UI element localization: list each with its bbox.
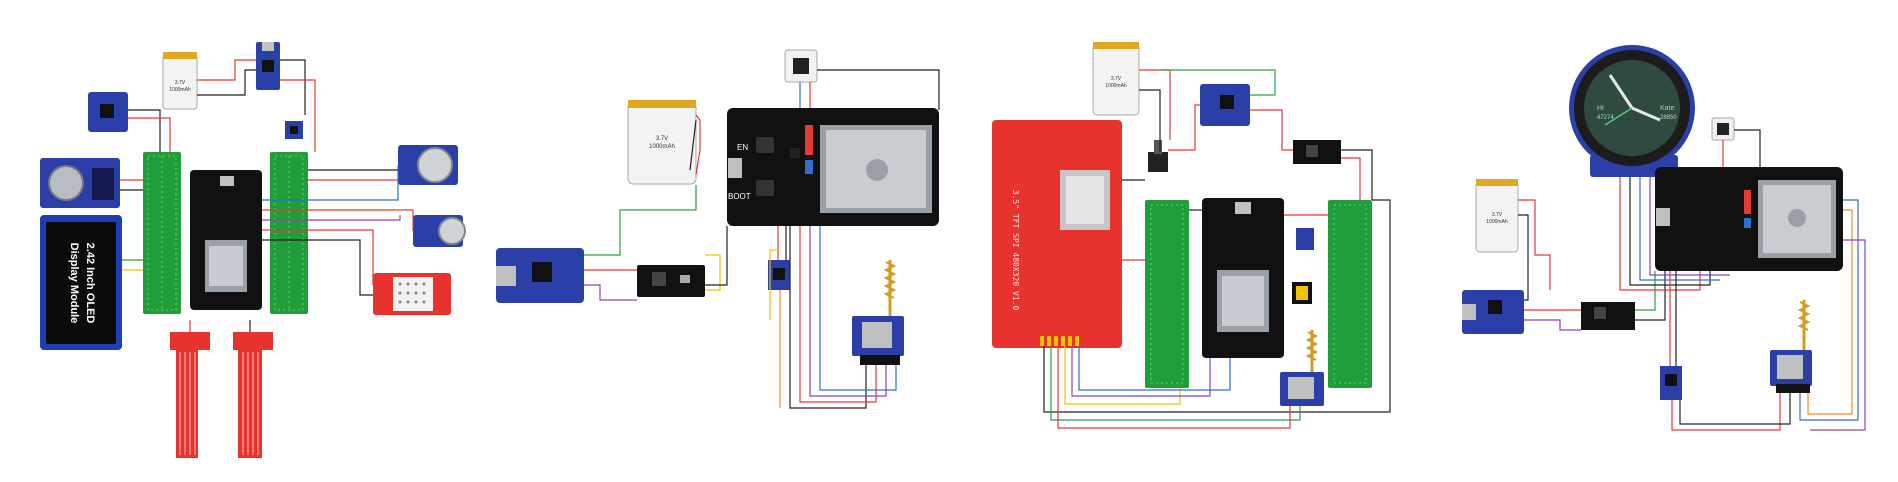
perfboard-right — [270, 152, 308, 314]
water-sensor-2 — [233, 332, 273, 458]
wires-diagram-2 — [584, 69, 940, 409]
esp32-board-2: EN BOOT — [727, 108, 939, 226]
wires-diagram-1 — [120, 59, 414, 332]
small-sensor-4 — [1660, 366, 1682, 400]
boost-converter-3 — [1293, 140, 1341, 164]
perfboard-left — [143, 152, 181, 314]
gps-module — [784, 49, 818, 83]
charger-module-2 — [496, 248, 584, 303]
lipo-battery: 3.7V 1000mAh — [162, 52, 198, 110]
dht-sensor-module — [373, 273, 451, 315]
watch-right-label: Kate — [1660, 105, 1675, 112]
gps-module-4 — [1711, 117, 1735, 141]
gas-sensor-2 — [413, 215, 466, 247]
esp32-boot-label: BOOT — [728, 192, 751, 201]
lipo-battery-2: 3.7V 1000mAh — [627, 100, 697, 185]
esp32-en-label: EN — [737, 143, 748, 152]
slide-switch — [1148, 140, 1168, 172]
small-sensor-3a — [1296, 228, 1314, 250]
gas-sensor-1 — [398, 145, 458, 185]
battery3-text-2: 1000mAh — [1105, 83, 1127, 89]
battery3-text-1: 3.7V — [1111, 76, 1122, 82]
battery2-text-1: 3.7V — [656, 136, 668, 142]
diagram-tft-node: 3.5" TFT SPI 480X320 V1.0 3.7V 1000mAh — [992, 42, 1391, 429]
boost-converter — [637, 265, 705, 297]
battery4-text-2: 1000mAh — [1486, 219, 1508, 225]
watch-left-label: Hr — [1597, 105, 1605, 112]
lora-module-4 — [1770, 300, 1812, 393]
battery4-text-1: 3.7V — [1492, 212, 1503, 218]
oled-label-line1: 2.42 Inch OLED — [84, 243, 96, 324]
gyro-sensor-module — [88, 92, 128, 132]
battery2-text-2: 1000mAh — [649, 144, 675, 150]
wires-diagram-4 — [1518, 129, 1866, 431]
boost-converter-4 — [1581, 302, 1635, 330]
battery-text-2: 1000mAh — [169, 87, 191, 93]
lora-module-2 — [852, 260, 904, 365]
esp32-board-3 — [1202, 198, 1284, 358]
esp32-board-4 — [1655, 167, 1843, 271]
small-sensor-2 — [768, 260, 790, 290]
oled-display-module: 2.42 Inch OLED Display Module — [40, 215, 122, 350]
diagram-sensor-station: 3.7V 1000mAh 2.42 Inch OLED Display Modu… — [40, 42, 466, 458]
watch-right-value: 28850 — [1660, 115, 1677, 121]
water-sensor-1 — [170, 332, 210, 458]
watch-left-value: 47274 — [1597, 115, 1614, 121]
lipo-battery-4: 3.7V 1000mAh — [1475, 179, 1519, 253]
charger-module — [256, 42, 280, 90]
wires-diagram-3 — [1043, 69, 1391, 429]
esp32-board-1 — [190, 170, 262, 310]
battery-text-1: 3.7V — [175, 80, 186, 86]
oled-label-line2: Display Module — [68, 243, 80, 324]
diagram-watch-node: Hr Kate 47274 28850 3.7V 1000mAh — [1462, 45, 1866, 431]
charger-module-4 — [1462, 290, 1524, 334]
tft-display: 3.5" TFT SPI 480X320 V1.0 — [992, 120, 1122, 348]
lipo-battery-3: 3.7V 1000mAh — [1092, 42, 1140, 116]
perfboard-3-right — [1328, 200, 1372, 388]
tft-label: 3.5" TFT SPI 480X320 V1.0 — [1011, 190, 1020, 311]
small-sensor-3b — [1292, 282, 1312, 304]
charger-module-3 — [1200, 84, 1250, 126]
small-sensor-module — [285, 121, 303, 139]
perfboard-3-left — [1145, 200, 1189, 388]
lora-module-3 — [1280, 330, 1324, 406]
round-display: Hr Kate 47274 28850 — [1569, 45, 1695, 177]
rtc-module — [40, 158, 120, 208]
diagram-gps-lora-node: 3.7V 1000mAh EN BOOT — [496, 49, 940, 409]
